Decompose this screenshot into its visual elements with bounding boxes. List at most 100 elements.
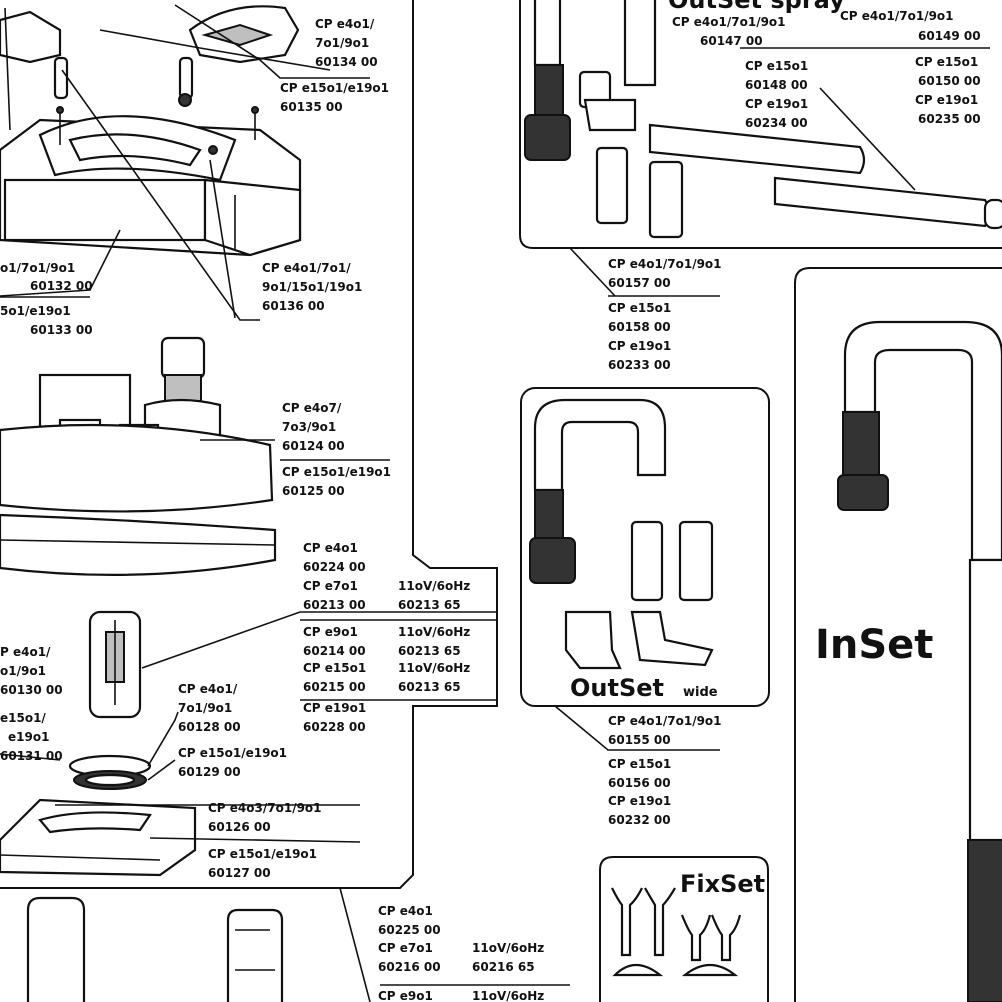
part-number: 60156 00 — [608, 776, 671, 790]
part-number: 60213 65 — [398, 680, 461, 694]
label-group-d1: CP e4o1 60225 00 CP e7o1 60216 00 CP e9o… — [378, 904, 441, 1002]
part-label: CP e4o1 — [378, 904, 433, 918]
part-label: 9o1/15o1/19o1 — [262, 280, 362, 294]
label-group-e2: CP e15o1 60148 00 CP e19o1 60234 00 — [745, 59, 808, 130]
part-label: CP e4o1 — [303, 541, 358, 555]
part-number: 60213 65 — [398, 644, 461, 658]
part-label: CP e15o1 — [915, 55, 978, 69]
filter-head-drawing — [0, 4, 370, 321]
part-label: CP e19o1 — [608, 794, 671, 808]
part-label: CP e4o1/7o1/9o1 — [840, 9, 954, 23]
label-group-e1: CP e4o1/7o1/9o1 60147 00 — [672, 15, 786, 48]
label-group-c1: CP e4o1 60224 00 CP e7o1 60213 00 CP e9o… — [303, 541, 366, 734]
part-number: 60128 00 — [178, 720, 241, 734]
part-label: e15o1/ — [0, 711, 46, 725]
part-label: CP e15o1 — [745, 59, 808, 73]
outset-spray-drawing — [524, 0, 1002, 297]
label-group-b2: CP e15o1/e19o1 60125 00 — [282, 465, 391, 498]
label-group-a1: CP e4o1/ 7o1/9o1 60134 00 — [315, 17, 378, 69]
part-number: 60149 00 — [918, 29, 981, 43]
part-number: 60213 65 — [398, 598, 461, 612]
part-number: 60130 00 — [0, 683, 63, 697]
outset-wide-panel-border — [520, 387, 770, 707]
part-number: 60131 00 — [0, 749, 63, 763]
part-number: 60129 00 — [178, 765, 241, 779]
part-label: CP e19o1 — [303, 701, 366, 715]
part-label: CP e4o1/7o1/ — [262, 261, 351, 275]
fixset-panel-border — [599, 856, 769, 1002]
left-panel-border — [0, 0, 498, 889]
part-label: o1/7o1/9o1 — [0, 261, 75, 275]
part-label: CP e7o1 — [303, 579, 358, 593]
part-number: 60228 00 — [303, 720, 366, 734]
voltage-label: 11oV/6oHz — [398, 661, 470, 675]
label-group-b1: CP e4o7/ 7o3/9o1 60124 00 — [282, 401, 345, 453]
part-number: 60216 00 — [378, 960, 441, 974]
label-group-c6: CP e15o1/e19o1 60129 00 — [178, 746, 287, 779]
part-label: o1/9o1 — [0, 664, 46, 678]
part-number: 60232 00 — [608, 813, 671, 827]
outset-wide-name: OutSet — [570, 674, 664, 702]
part-label: CP e4o7/ — [282, 401, 342, 415]
label-group-a5: 5o1/e19o1 60133 00 — [0, 304, 93, 337]
part-label: P e4o1/ — [0, 645, 51, 659]
voltage-label: 11oV/6oHz — [472, 941, 544, 955]
part-label: CP e4o3/7o1/9o1 — [208, 801, 322, 815]
voltage-label: 11oV/6oHz — [398, 625, 470, 639]
part-label: CP e15o1/e19o1 — [178, 746, 287, 760]
label-group-c7: CP e4o3/7o1/9o1 60126 00 — [208, 801, 322, 834]
seal-and-baseplate-drawing — [0, 711, 361, 877]
label-group-a4: o1/7o1/9o1 60132 00 — [0, 261, 93, 293]
part-label: 7o1/9o1 — [315, 36, 369, 50]
voltage-label: 11oV/6oHz — [398, 579, 470, 593]
label-group-a3: CP e4o1/7o1/ 9o1/15o1/19o1 60136 00 — [262, 261, 362, 313]
part-number: 60134 00 — [315, 55, 378, 69]
label-group-f1: CP e4o1/7o1/9o1 60155 00 CP e15o1 60156 … — [608, 714, 722, 827]
voltage-label: 11oV/6oHz — [472, 989, 544, 1002]
part-label: CP e7o1 — [378, 941, 433, 955]
part-label: CP e15o1/e19o1 — [280, 81, 389, 95]
part-number: 60235 00 — [918, 112, 981, 126]
part-label: CP e9o1 — [303, 625, 358, 639]
part-number: 60234 00 — [745, 116, 808, 130]
outset-wide-suffix: wide — [683, 685, 718, 700]
label-group-e5: CP e4o1/7o1/9o1 60157 00 CP e15o1 60158 … — [608, 257, 722, 372]
part-label: CP e9o1 — [378, 989, 433, 1002]
part-label: e19o1 — [8, 730, 49, 744]
part-label: CP e15o1 — [303, 661, 366, 675]
part-number: 60126 00 — [208, 820, 271, 834]
part-label: CP e4o1/7o1/9o1 — [608, 714, 722, 728]
part-number: 60155 00 — [608, 733, 671, 747]
inset-title: InSet — [815, 622, 933, 668]
part-number: 60213 00 — [303, 598, 366, 612]
label-group-c4: e15o1/ e19o1 60131 00 — [0, 711, 63, 763]
part-number: 60233 00 — [608, 358, 671, 372]
part-label: CP e15o1 — [608, 757, 671, 771]
part-label: CP e4o1/7o1/9o1 — [608, 257, 722, 271]
part-number: 60224 00 — [303, 560, 366, 574]
label-group-e4: CP e15o1 60150 00 CP e19o1 60235 00 — [915, 55, 981, 126]
part-number: 60125 00 — [282, 484, 345, 498]
part-number: 60148 00 — [745, 78, 808, 92]
part-label: CP e19o1 — [608, 339, 671, 353]
part-number: 60127 00 — [208, 866, 271, 880]
part-label: CP e4o1/ — [178, 682, 238, 696]
label-group-c8: CP e15o1/e19o1 60127 00 — [208, 847, 317, 880]
outset-wide-drawing — [529, 398, 720, 751]
inset-panel-border — [794, 267, 1002, 1002]
label-group-c3: P e4o1/ o1/9o1 60130 00 — [0, 645, 63, 697]
part-number: 60225 00 — [378, 923, 441, 937]
part-number: 60150 00 — [918, 74, 981, 88]
outset-spray-title: OutSet spray — [668, 0, 845, 14]
inset-drawing — [837, 320, 1002, 1002]
label-group-d2: 11oV/6oHz 60216 65 11oV/6oHz — [472, 941, 544, 1002]
motor-housing-drawing — [0, 336, 390, 576]
canister-body-drawing — [26, 887, 570, 1002]
part-number: 60132 00 — [30, 279, 93, 293]
part-label: 7o3/9o1 — [282, 420, 336, 434]
fixset-drawing — [611, 887, 742, 977]
part-number: 60124 00 — [282, 439, 345, 453]
label-group-c5: CP e4o1/ 7o1/9o1 60128 00 — [178, 682, 241, 734]
part-label: CP e4o1/ — [315, 17, 375, 31]
